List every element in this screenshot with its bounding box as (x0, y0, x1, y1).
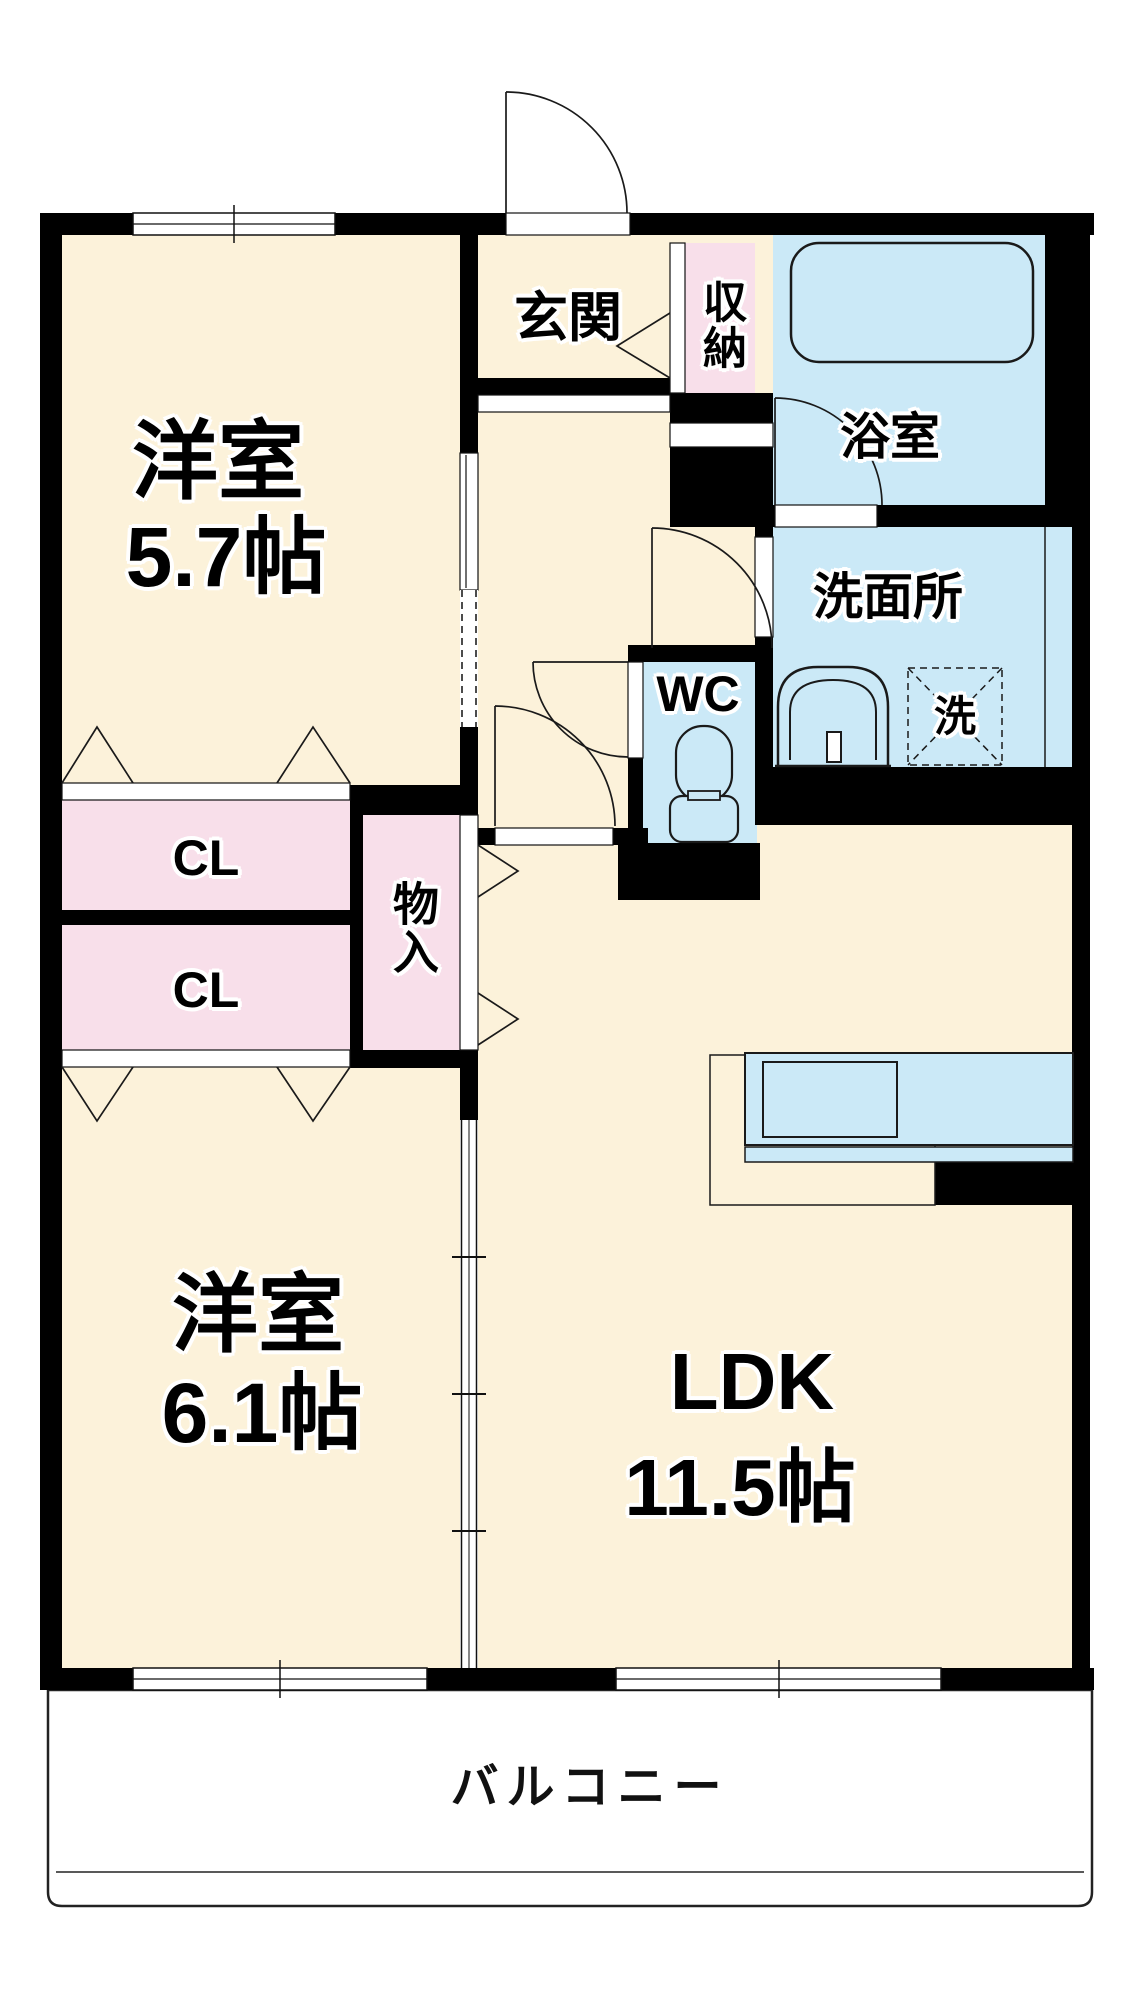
dashed-wall (460, 590, 478, 727)
balcony-outline (46, 1688, 1094, 1908)
walls (40, 213, 1094, 1690)
bathroom-door (774, 397, 883, 506)
entrance-door (505, 91, 628, 214)
window-bottom-right (615, 1660, 942, 1698)
windows (132, 205, 942, 1698)
bedroom1-label: 洋室 (132, 414, 304, 510)
hall-cabinet (669, 422, 774, 448)
ldk-opening (494, 827, 614, 846)
closet-upper-label: CL (172, 830, 240, 886)
bathroom-opening (774, 504, 878, 528)
monoire-fold-upper (477, 844, 520, 898)
entrance-opening (505, 212, 631, 236)
monoire-label: 物入 (387, 880, 439, 976)
monoire-floor (363, 800, 460, 1050)
closet-lower-fold-right (276, 1066, 351, 1123)
monoire-door-sill (459, 814, 479, 1051)
bedroom2-size: 6.1帖 (161, 1366, 363, 1460)
bathroom-floor (773, 235, 1045, 505)
wc-door (532, 661, 629, 758)
closet-lower-floor (62, 925, 350, 1050)
window-bottom-left (132, 1660, 428, 1698)
ldk-label: LDK (669, 1337, 835, 1426)
toilet-icon (668, 724, 740, 844)
shuno-label: 収納 (696, 279, 745, 371)
sliding-partition (452, 1120, 486, 1668)
kitchen-counter-icon (709, 1052, 1074, 1206)
closet-upper-fold-left (61, 725, 134, 784)
washing-machine-icon (907, 667, 1003, 766)
bedroom2-label: 洋室 (172, 1267, 344, 1363)
closet-upper-door-sill (61, 782, 351, 801)
closet-lower-label: CL (172, 962, 240, 1018)
sink-icon (775, 665, 891, 768)
washing-machine-label: 洗 (933, 693, 977, 740)
folding-door-symbols (61, 312, 671, 1123)
closet-upper-floor (62, 800, 350, 910)
closet-lower-door-sill (61, 1049, 351, 1068)
window-top (132, 205, 336, 243)
washroom-door (651, 527, 773, 649)
openings (61, 212, 878, 1068)
ldk-size: 11.5帖 (624, 1443, 856, 1532)
bathtub-icon (789, 241, 1035, 364)
bathroom-label: 浴室 (840, 409, 940, 465)
shuno-fold-arrow (615, 312, 671, 379)
ldk-door (494, 705, 616, 827)
closet-upper-fold-right (276, 725, 351, 784)
door-swings (494, 91, 883, 827)
washroom-floor (773, 527, 1072, 767)
shuno-door (669, 242, 686, 394)
washroom-label: 洗面所 (813, 569, 963, 625)
monoire-fold-lower (477, 992, 520, 1046)
wc-label: WC (656, 666, 740, 722)
bedroom1-door-sill (459, 452, 479, 591)
wc-opening (627, 661, 644, 759)
shuno-floor (685, 243, 755, 393)
bedroom1-size: 5.7帖 (125, 510, 327, 604)
closet-lower-fold-left (61, 1066, 134, 1123)
entrance-step (477, 394, 671, 413)
washroom-opening (754, 536, 774, 638)
fixtures (668, 241, 1074, 1206)
balcony-label: バルコニー (450, 1761, 730, 1814)
entrance-label: 玄関 (514, 288, 622, 348)
